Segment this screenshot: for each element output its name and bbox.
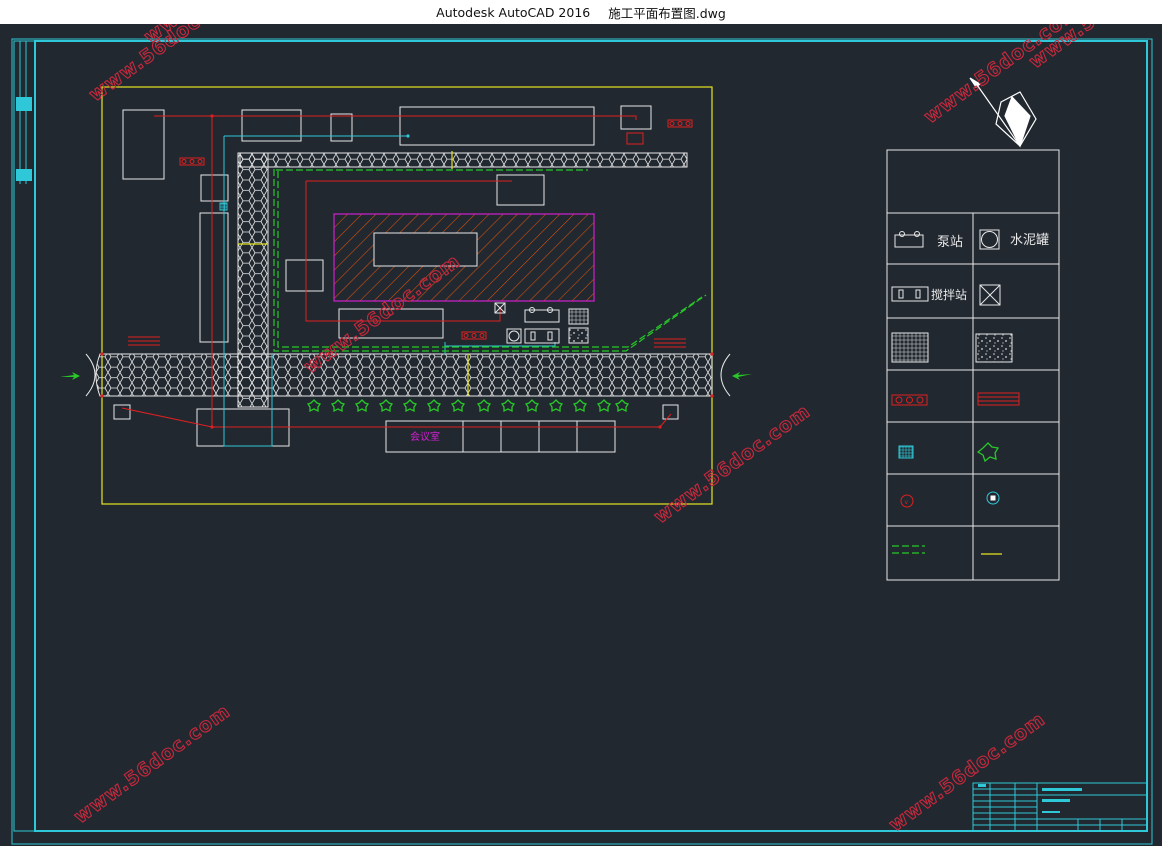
tree-icon <box>354 399 370 413</box>
svg-text:v: v <box>905 499 909 506</box>
tree-icon <box>614 399 630 413</box>
legend-pump-station-icon <box>894 231 924 248</box>
water-nodes <box>219 134 410 211</box>
tree-row <box>306 399 630 413</box>
watermark-text: www.56doc.com <box>70 700 235 828</box>
tree-icon <box>402 399 418 413</box>
site-boundary <box>101 86 713 505</box>
tree-icon <box>596 399 612 413</box>
legend-green-tree-icon <box>976 442 1000 463</box>
tree-icon <box>524 399 540 413</box>
legend-table <box>886 149 1060 581</box>
tree-icon <box>572 399 588 413</box>
title-block-fills <box>978 784 1082 813</box>
tree-icon <box>330 399 346 413</box>
legend-gravel-hatch-icon <box>975 333 1013 363</box>
legend-hydrant-icon <box>986 491 1000 505</box>
site-symbols <box>128 119 693 348</box>
site-buildings <box>113 105 679 447</box>
tree-icon <box>476 399 492 413</box>
legend-crossed-box-icon <box>979 284 1001 306</box>
drawing-canvas[interactable]: 会议室 <box>0 24 1162 846</box>
legend-red-lines-icon <box>977 392 1020 406</box>
tree-icon <box>548 399 564 413</box>
yellow-markers <box>238 151 469 396</box>
legend-label-mixing-station: 搅拌站 <box>931 287 967 302</box>
fence-lines <box>273 169 707 352</box>
meeting-room-block <box>385 420 616 453</box>
power-nodes <box>100 114 714 429</box>
main-building <box>333 213 595 302</box>
power-lines <box>121 115 672 428</box>
legend-label-cement-tank: 水泥罐 <box>1010 233 1049 248</box>
legend-label-pump-station: 泵站 <box>937 235 963 250</box>
document-title: 施工平面布置图.dwg <box>608 5 726 21</box>
north-arrow <box>969 77 1037 148</box>
tree-icon <box>450 399 466 413</box>
tree-icon <box>378 399 394 413</box>
title-block <box>972 782 1148 832</box>
window-titlebar: Autodesk AutoCAD 2016 施工平面布置图.dwg <box>0 0 1162 24</box>
drawing-frame <box>11 38 1153 845</box>
gate-arrows <box>60 372 752 380</box>
tree-icon <box>500 399 516 413</box>
tree-icon <box>426 399 442 413</box>
legend-cement-tank-icon <box>979 229 1000 250</box>
tree-icon <box>306 399 322 413</box>
meeting-room-label: 会议室 <box>410 430 440 443</box>
legend-dense-hatch-icon <box>891 332 929 363</box>
legend-symbols: v <box>891 229 1020 555</box>
legend-red-triple-box-icon <box>891 394 928 406</box>
legend-valve-icon: v <box>900 494 914 508</box>
app-title: Autodesk AutoCAD 2016 <box>436 4 591 20</box>
legend-green-dashed-icon <box>892 545 925 554</box>
site-roads <box>85 152 731 408</box>
watermark-text: www.56doc.com <box>885 708 1050 836</box>
legend-mixing-station-icon <box>891 286 929 302</box>
legend-cyan-hatch-icon <box>898 445 914 459</box>
